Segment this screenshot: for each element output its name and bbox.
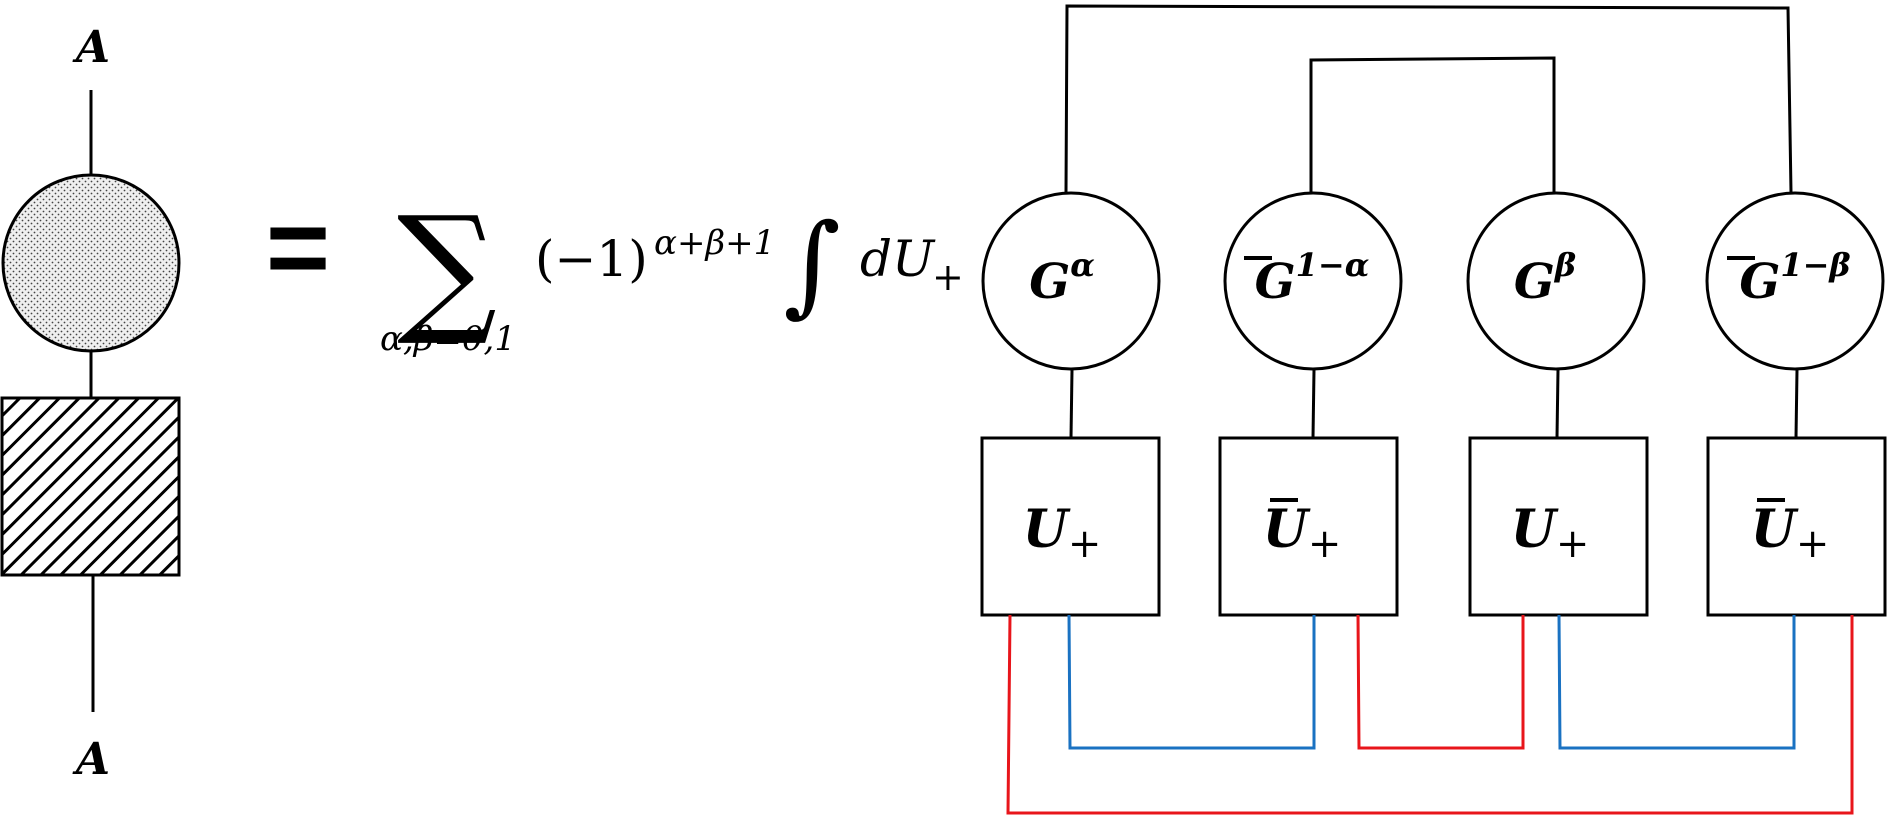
tensor-circle	[1223, 191, 1403, 371]
unitary-u-plus-1: U+	[980, 436, 1161, 617]
tensor-label: G1−β	[1739, 246, 1850, 310]
unitary-label: U+	[1511, 499, 1590, 567]
leg-1	[1069, 369, 1074, 439]
tensor-gbar-one-minus-beta: G1−β	[1705, 191, 1885, 371]
top-label-a: A	[72, 22, 110, 73]
top-wires	[1064, 4, 1793, 193]
unitary-ubar-plus-1: U+	[1218, 436, 1399, 617]
measure-subscript: +	[932, 255, 964, 299]
left-diagram: A A	[0, 22, 181, 785]
measure-du: dU	[860, 230, 936, 288]
equation: = ∑ α,β=0,1 (−1) α+β+1 ∫ dU +	[266, 186, 964, 359]
unitary-box	[1468, 436, 1649, 617]
vertical-legs	[1069, 369, 1799, 439]
tensor-label: Gα	[1029, 246, 1095, 310]
sign-exponent: α+β+1	[654, 223, 775, 263]
tensor-circle	[1466, 191, 1646, 371]
outer-top-wire	[1064, 4, 1793, 193]
unitary-u-plus-2: U+	[1468, 436, 1649, 617]
red-wire-inner	[1356, 614, 1525, 750]
unitary-label: U+	[1751, 499, 1830, 567]
bottom-wires	[1006, 614, 1854, 815]
dotted-circle	[1, 173, 181, 353]
unitary-label: U+	[1023, 499, 1102, 567]
integral-symbol: ∫	[783, 200, 840, 328]
bottom-label-a: A	[72, 734, 110, 785]
blue-wire-1	[1067, 614, 1316, 750]
sign-base: (−1)	[535, 230, 648, 288]
sum-subscript: α,β=0,1	[380, 319, 516, 359]
tensor-gbar-one-minus-alpha: G1−α	[1223, 191, 1403, 371]
leg-4	[1794, 369, 1799, 439]
tensor-circle	[1705, 191, 1885, 371]
tensor-g-beta: Gβ	[1466, 191, 1646, 371]
equals-sign: =	[266, 186, 330, 309]
blue-wire-2	[1557, 614, 1796, 750]
unitary-ubar-plus-2: U+	[1706, 436, 1887, 617]
leg-3	[1555, 369, 1560, 439]
tensor-circles: Gα G1−α Gβ G1−β	[981, 191, 1885, 371]
tensor-g-alpha: Gα	[981, 191, 1161, 371]
hatched-square	[0, 396, 181, 577]
unitary-box	[1218, 436, 1399, 617]
red-wire-outer	[1006, 614, 1854, 815]
tensor-label: Gβ	[1514, 246, 1576, 310]
inner-top-wire	[1309, 56, 1556, 192]
leg-2	[1311, 369, 1316, 439]
sum-symbol: ∑	[397, 187, 497, 350]
tensor-circle	[981, 191, 1161, 371]
unitary-label: U+	[1263, 499, 1342, 567]
tensor-label: G1−α	[1255, 246, 1370, 310]
unitary-box	[1706, 436, 1887, 617]
unitary-boxes: U+ U+ U+ U+	[980, 436, 1887, 617]
